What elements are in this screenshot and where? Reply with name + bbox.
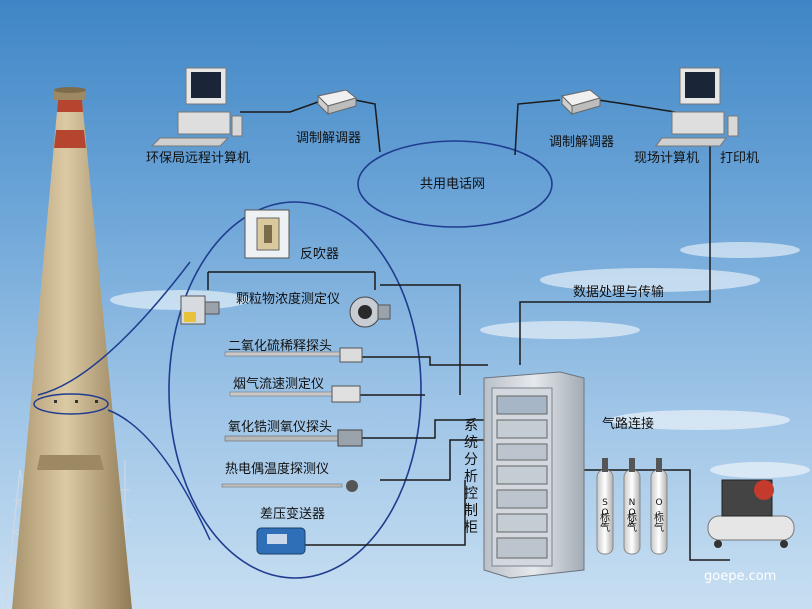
watermark: goepe.com	[704, 569, 777, 584]
label-remote-computer: 环保局远程计算机	[146, 151, 251, 166]
label-gas-connection: 气路连接	[602, 417, 655, 432]
label-phone-network: 共用电话网	[420, 177, 486, 192]
label-backflush: 反吹器	[300, 247, 340, 262]
label-zirconia-probe: 氧化锆测氧仪探头	[228, 420, 333, 435]
air-compressor	[707, 479, 795, 548]
label-modem-right: 调制解调器	[549, 135, 615, 150]
label-so2-probe: 二氧化硫稀释探头	[228, 339, 333, 354]
zoom-lines	[37, 261, 211, 541]
label-cyl2: 标气	[627, 513, 637, 534]
backflush-device	[244, 209, 290, 259]
equipment-ellipse	[168, 201, 422, 579]
particulate-meter	[180, 295, 391, 328]
label-cyl1-gas: SO₂	[601, 498, 609, 528]
control-cabinet-device	[483, 371, 585, 579]
phone-network-ellipse	[357, 140, 553, 228]
label-cyl2-gas: NOx	[628, 498, 636, 528]
modem-left	[316, 89, 358, 116]
modem-right	[560, 89, 602, 116]
remote-computer	[150, 67, 243, 147]
site-computer	[655, 67, 739, 147]
label-cyl3: 标气	[654, 513, 664, 534]
probes	[221, 347, 363, 492]
gas-cylinders	[596, 458, 668, 555]
label-cyl3-gas: O₂	[655, 498, 663, 518]
label-control-cabinet: 系统分析控制柜	[464, 418, 478, 536]
chimney	[12, 87, 132, 609]
label-particulate: 颗粒物浓度测定仪	[236, 292, 341, 307]
label-site-computer: 现场计算机	[634, 151, 700, 166]
label-flow-meter: 烟气流速测定仪	[233, 377, 325, 392]
label-thermocouple: 热电偶温度探测仪	[225, 462, 330, 477]
label-printer: 打印机	[720, 151, 760, 166]
label-pressure-transmitter: 差压变送器	[260, 507, 326, 522]
label-modem-left: 调制解调器	[296, 131, 362, 146]
pressure-transmitter-device	[256, 527, 306, 555]
label-cyl1: 标气	[600, 513, 610, 534]
label-data-transfer: 数据处理与传输	[573, 285, 665, 300]
